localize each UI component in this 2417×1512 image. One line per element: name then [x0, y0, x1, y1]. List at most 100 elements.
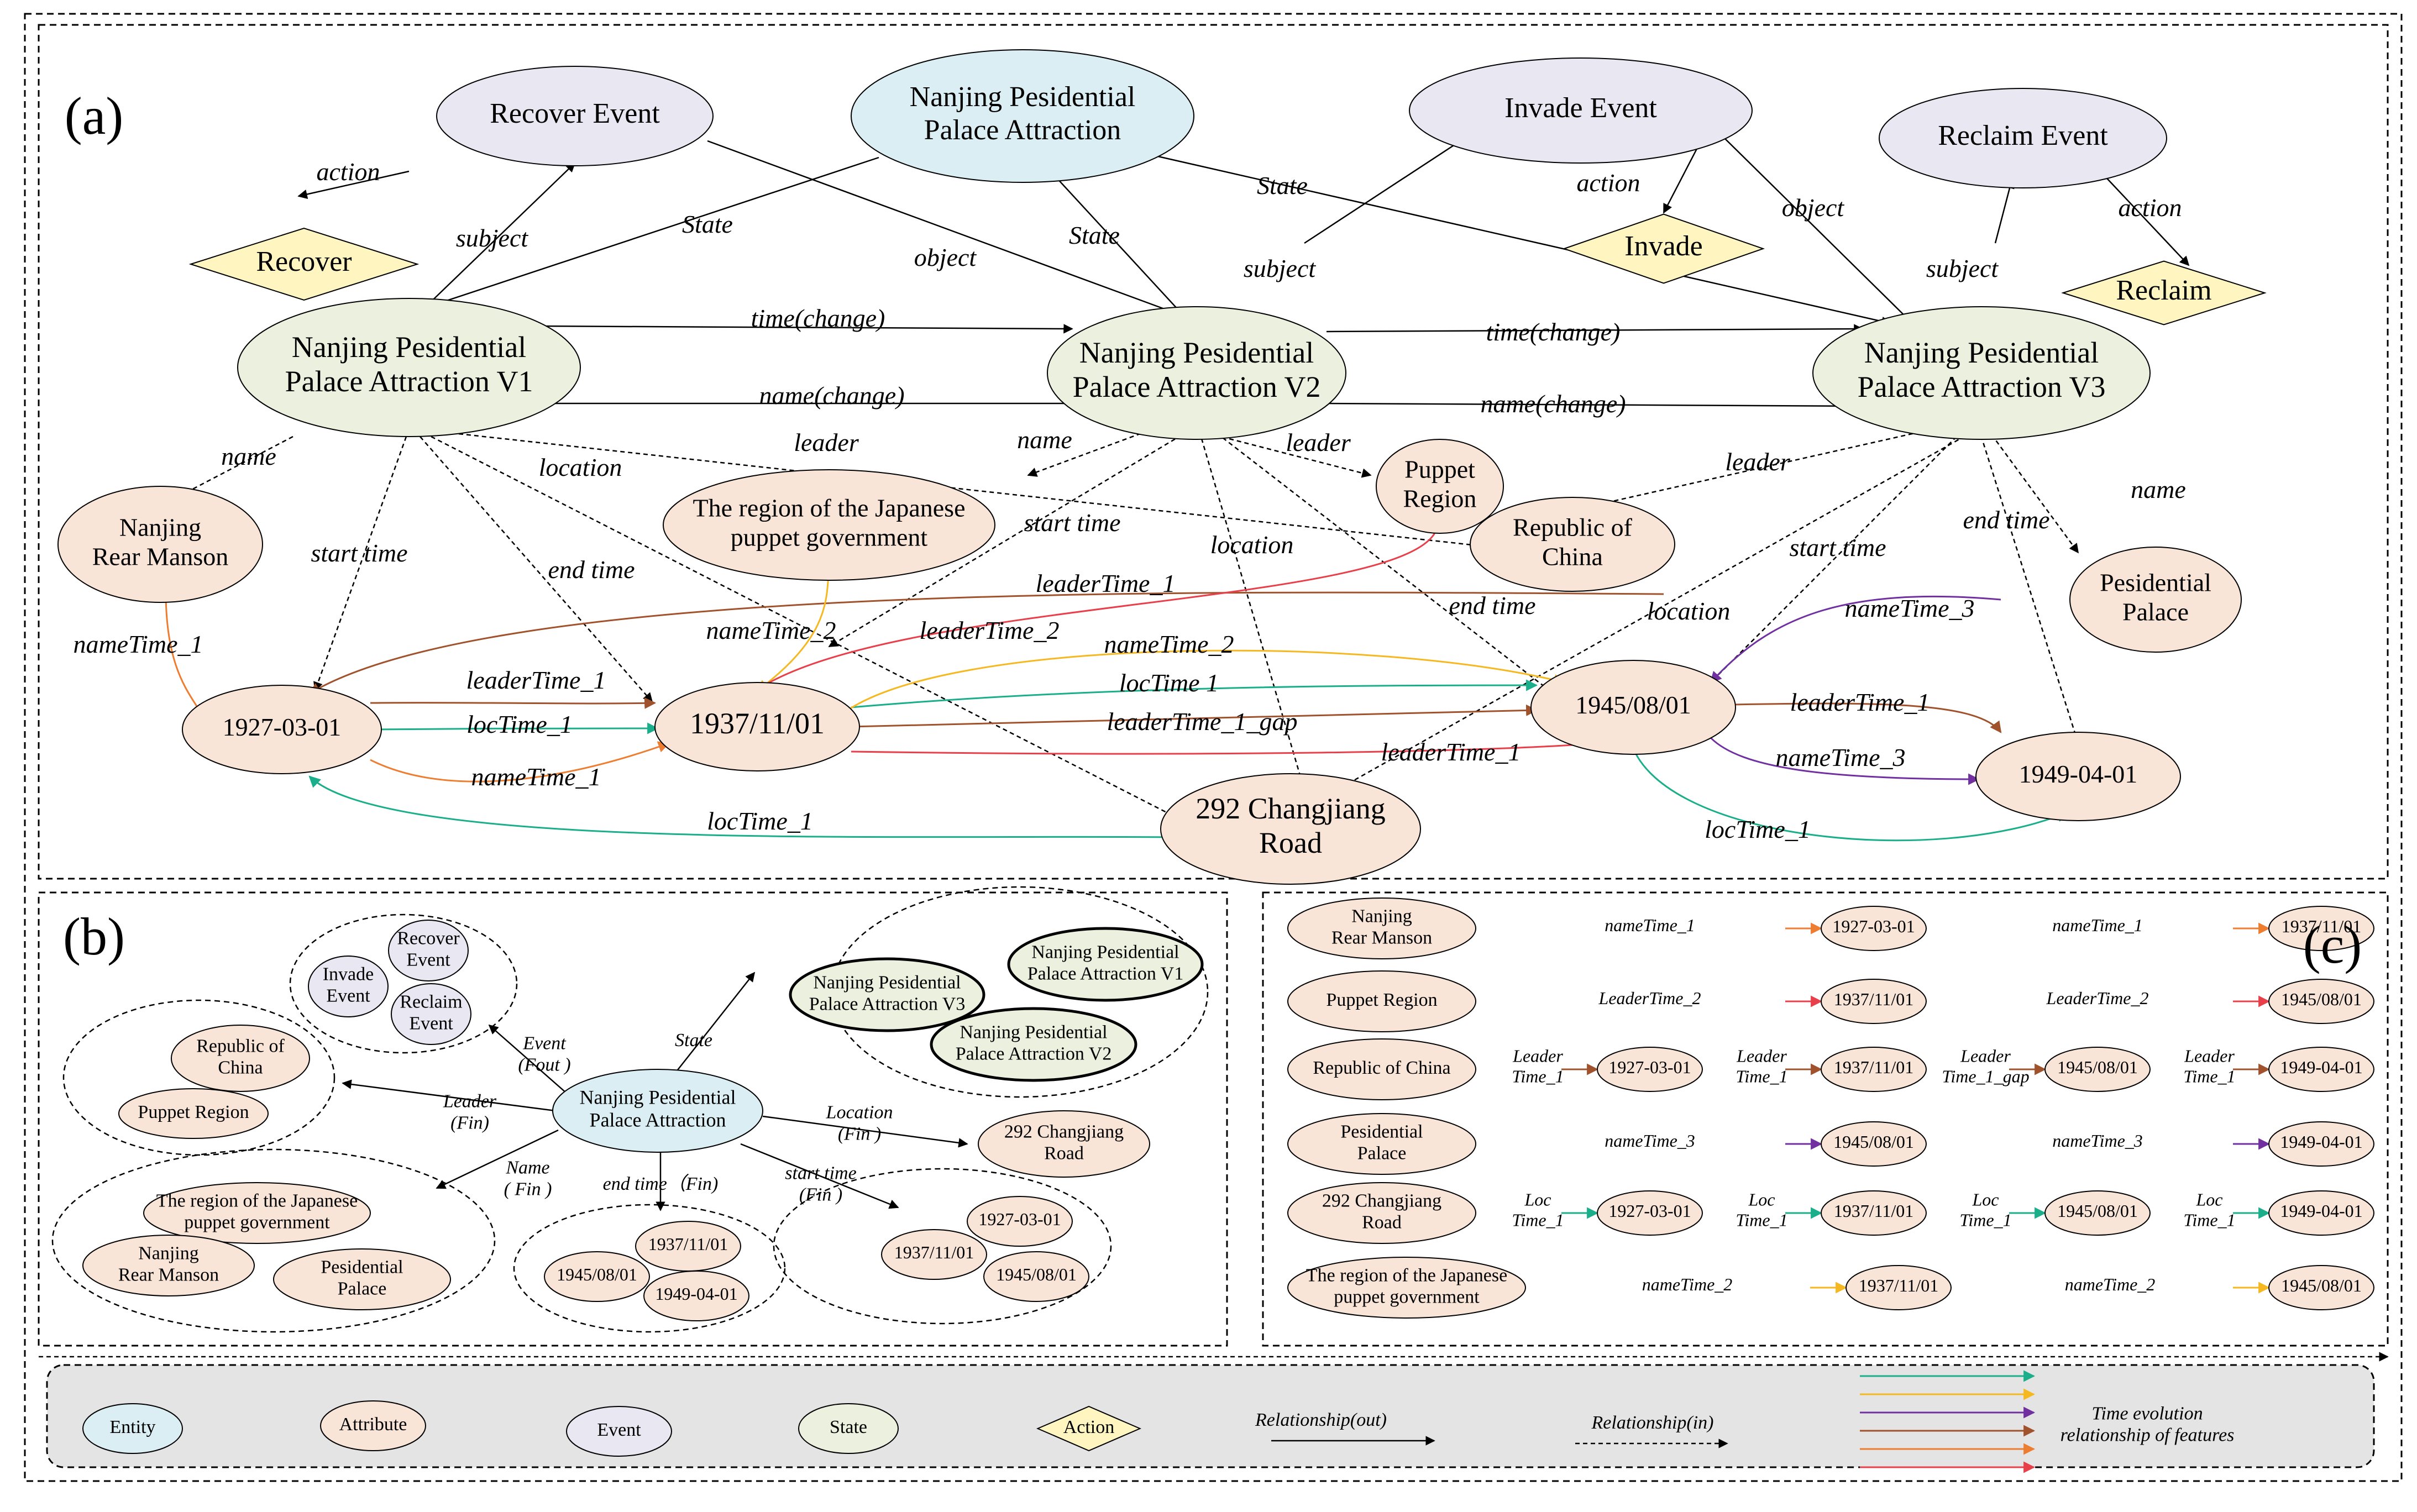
entity-attraction: [851, 49, 1194, 183]
edge-v3-subject-reclaim: [1994, 179, 2015, 244]
b-entity-attraction: [552, 1069, 763, 1153]
lbl-a-leaderTime1-1927-1937: leaderTime_1: [466, 666, 606, 694]
legend-rel-in-label: Relationship(in): [1591, 1413, 1714, 1433]
c-row1-node: [1287, 897, 1476, 959]
c-row5-date-4-label: 1949-04-01: [2280, 1201, 2362, 1221]
lbl-a-time-change-1: time(change): [751, 304, 885, 332]
lbl-a-location-v1: location: [539, 453, 622, 481]
lbl-b-state: State: [675, 1030, 712, 1051]
lbl-a-name-change-2: name(change): [1480, 390, 1626, 418]
lbl-a-state-v2: State: [1069, 221, 1120, 249]
b-end-1949: [643, 1271, 749, 1321]
lbl-a-action-reclaim: action: [2119, 193, 2182, 222]
lbl-b-endtime: end time（Fin): [603, 1173, 719, 1194]
lbl-a-leaderTime1-red: leaderTime_1: [1381, 738, 1521, 766]
b-enddates-group: [513, 1204, 786, 1333]
c-row3-date-2-label: 1937/11/01: [1834, 1057, 1914, 1077]
c-row2-date-1: [1821, 979, 1927, 1024]
c-row4-date-2: [2268, 1121, 2374, 1167]
c-row4-date-1: [1821, 1121, 1927, 1167]
a-nameTime3-1945-1949: [1710, 737, 1980, 785]
c-row3-date-3: [2044, 1047, 2151, 1092]
lbl-a-state-v1: State: [682, 210, 733, 238]
lbl-a-locTime1-1945-1949: locTime_1: [1705, 815, 1811, 843]
attr-puppet-region: [1376, 439, 1504, 534]
lbl-a-leader-v2: leader: [1286, 428, 1351, 456]
b-leaders-group: [62, 999, 335, 1156]
c-row4-date-1-label: 1945/08/01: [1833, 1132, 1914, 1152]
lbl-a-location-v2: location: [1210, 531, 1294, 559]
lbl-b-event: Event(Fout ): [518, 1033, 570, 1075]
lbl-a-object-recover: object: [914, 243, 977, 271]
legend-rel-out-label: Relationship(out): [1255, 1410, 1387, 1430]
b-start-1937: [881, 1229, 987, 1280]
graph-edges: [39, 137, 2389, 1473]
lbl-a-leader-v1: leader: [794, 428, 859, 456]
recover-action: [188, 227, 420, 301]
c-row5-date-1: [1597, 1190, 1703, 1236]
c-row2-date-2-label: 1945/08/01: [2281, 989, 2362, 1009]
lbl-a-leaderTime2-puppet: leaderTime_2: [920, 616, 1060, 644]
c-row6-label-1: nameTime_2: [1642, 1274, 1733, 1294]
edge-time-change-v2-v3: [1326, 324, 1864, 334]
edge-v3-starttime: [1707, 425, 1968, 686]
lbl-a-leaderTime1gap: leaderTime_1_gap: [1107, 707, 1298, 736]
lbl-a-subject-v1: subject: [456, 224, 529, 252]
reclaim-event: [1879, 88, 2167, 188]
a-leaderTime1-1927-1937: [370, 697, 657, 709]
c-row3-date-1: [1597, 1047, 1703, 1092]
c-row2-node-label: Puppet Region: [1326, 990, 1437, 1010]
panel-a-label: (a): [65, 86, 124, 145]
lbl-a-endtime-v2: end time: [1449, 591, 1535, 620]
edge-v2-starttime: [828, 430, 1189, 648]
attr-republic-of-china: [1470, 497, 1675, 592]
date-1927: [182, 685, 382, 774]
c-row2-label-2: LeaderTime_2: [2046, 988, 2149, 1008]
edge-v2-leader: [1199, 430, 1372, 478]
a-leaderTime1-1945-1949: [1729, 702, 2002, 733]
legend-state-label: State: [830, 1417, 867, 1437]
edge-invade-object-v3: [1724, 138, 1913, 324]
lbl-b-location: Location(Fin ): [826, 1102, 893, 1144]
lbl-a-leaderTime1-1945-1949: leaderTime_1: [1790, 688, 1930, 716]
c-row5-date-3: [2044, 1190, 2151, 1236]
lbl-a-leaderTime1-republic: leaderTime_1: [1036, 569, 1176, 597]
edge-recover-object-v2: [707, 140, 1189, 319]
b-edge-location: [762, 1115, 968, 1148]
edge-name-change-v2-v3: [1326, 401, 1864, 411]
legend-entity-label: Entity: [109, 1417, 155, 1437]
b-edge-name: [436, 1129, 559, 1189]
legend-event-label: Event: [597, 1420, 641, 1440]
legend-attribute: [320, 1400, 426, 1451]
date-1927-label: 1927-03-01: [223, 713, 342, 741]
edge-recover-action: [297, 170, 410, 200]
c-row2-label-1: LeaderTime_2: [1598, 988, 1701, 1008]
a-nameTime1-1927-1937: [370, 741, 670, 783]
lbl-a-object-invade: object: [1782, 193, 1845, 222]
lbl-a-action-invade: action: [1577, 169, 1640, 197]
invade-event-label: Invade Event: [1504, 92, 1657, 124]
c-row5-date-3-label: 1945/08/01: [2057, 1201, 2138, 1221]
c-row3-date-3-label: 1945/08/01: [2057, 1057, 2138, 1077]
c-row5-node: [1287, 1182, 1476, 1244]
b-edge-leader: [342, 1079, 556, 1112]
state-v3: [1812, 306, 2151, 440]
c-row3-date-2: [1821, 1047, 1927, 1092]
date-1945-label: 1945/08/01: [1575, 691, 1691, 719]
edge-invade-action: [1663, 138, 1703, 214]
lbl-a-subject-invade: subject: [1244, 254, 1317, 282]
c-row5-date-1-label: 1927-03-01: [1608, 1201, 1691, 1221]
